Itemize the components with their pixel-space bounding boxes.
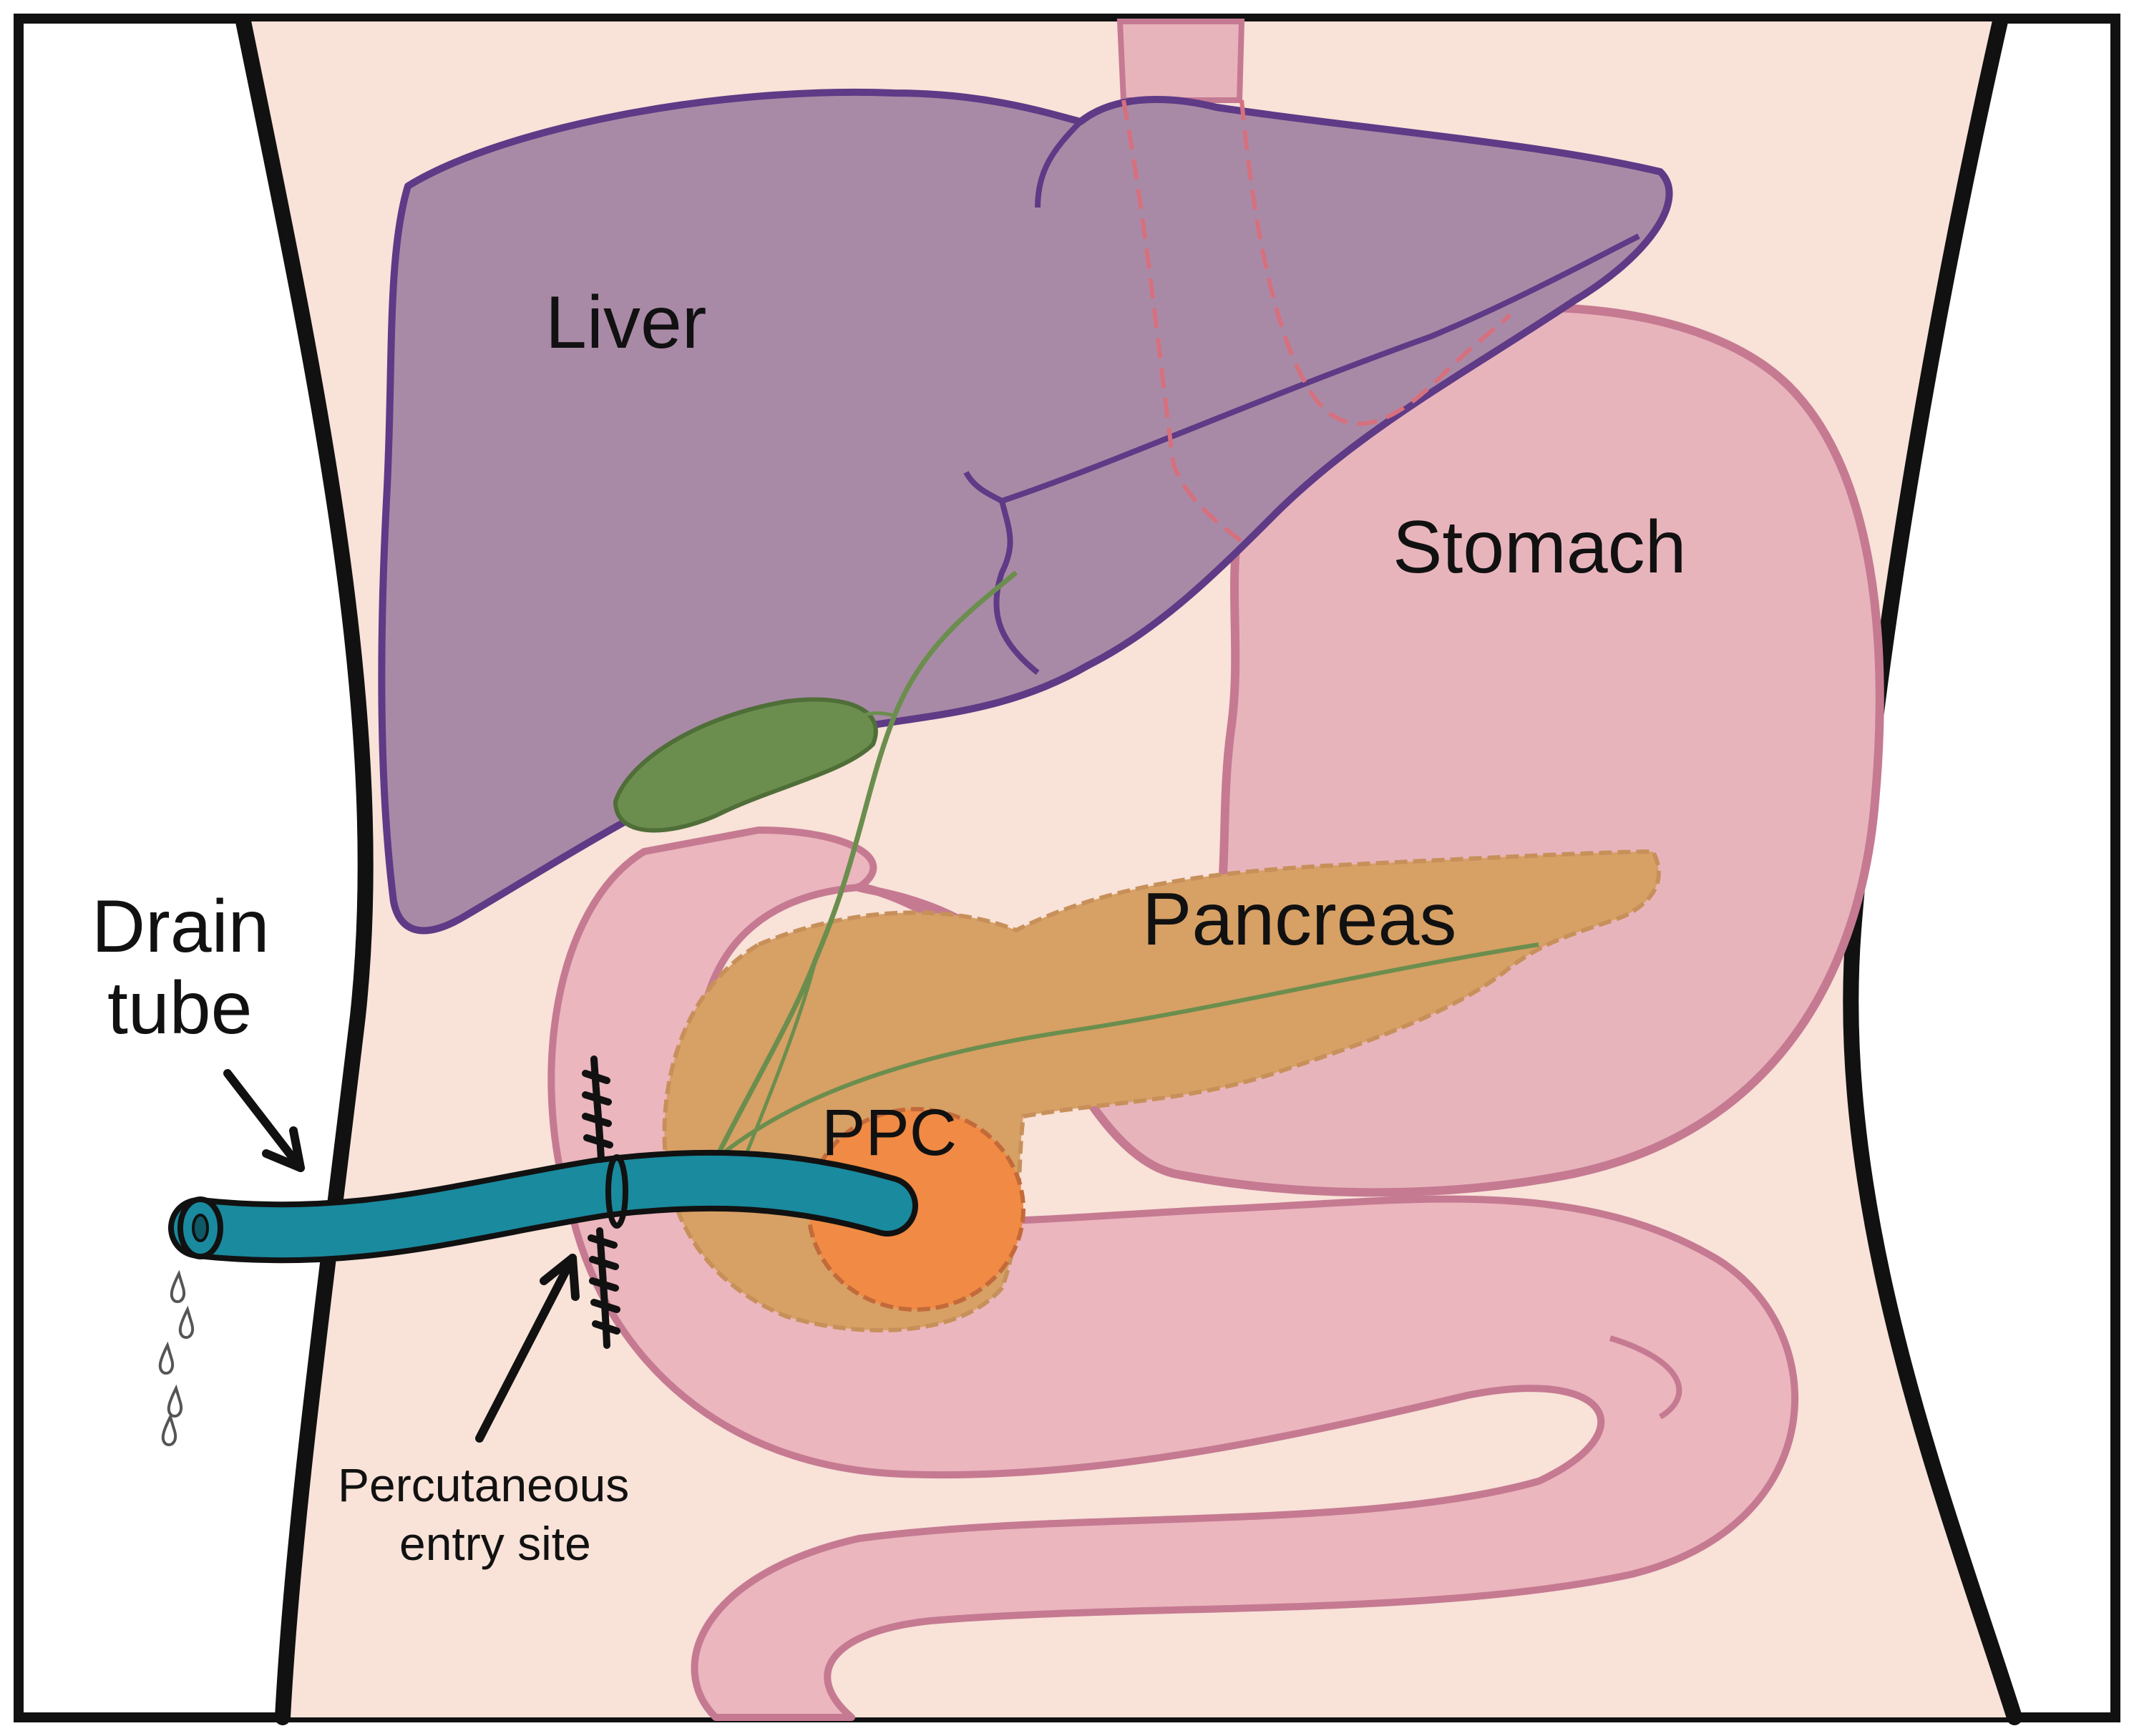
esophagus <box>1116 19 1245 103</box>
liver-label: Liver <box>545 281 706 364</box>
drip-drops <box>158 1269 194 1446</box>
liver <box>378 88 1673 935</box>
drain-tube <box>174 1155 912 1258</box>
entry-site-label-line1: Percutaneous <box>338 1458 629 1511</box>
suture-marks <box>582 1055 620 1349</box>
stomach-hidden-outline <box>1121 99 1512 546</box>
bile-duct <box>713 570 1018 1161</box>
intestine-inner-fold <box>1609 1335 1682 1420</box>
entry-site-arrow <box>475 1254 580 1443</box>
pancreas-label: Pancreas <box>1142 878 1456 961</box>
stomach-label: Stomach <box>1393 506 1686 589</box>
pancreatic-duct <box>714 942 1539 1161</box>
drain-tube-lumen <box>192 1214 209 1242</box>
drain-tube-arrow <box>223 1069 305 1172</box>
torso-right-outline <box>1843 14 2022 1725</box>
liver-fissure <box>963 471 1040 676</box>
bile-duct-branch <box>742 711 895 1160</box>
gallbladder <box>613 697 878 833</box>
drain-tube-collar <box>605 1154 628 1229</box>
ppc-label: PPC <box>822 1096 957 1169</box>
drain-tube-label-line2: tube <box>107 967 252 1050</box>
entry-site-label-line2: entry site <box>399 1517 591 1570</box>
drain-tube-label-line1: Drain <box>92 885 270 968</box>
torso-left-outline <box>235 14 374 1725</box>
liver-lobe-line <box>1000 120 1640 504</box>
